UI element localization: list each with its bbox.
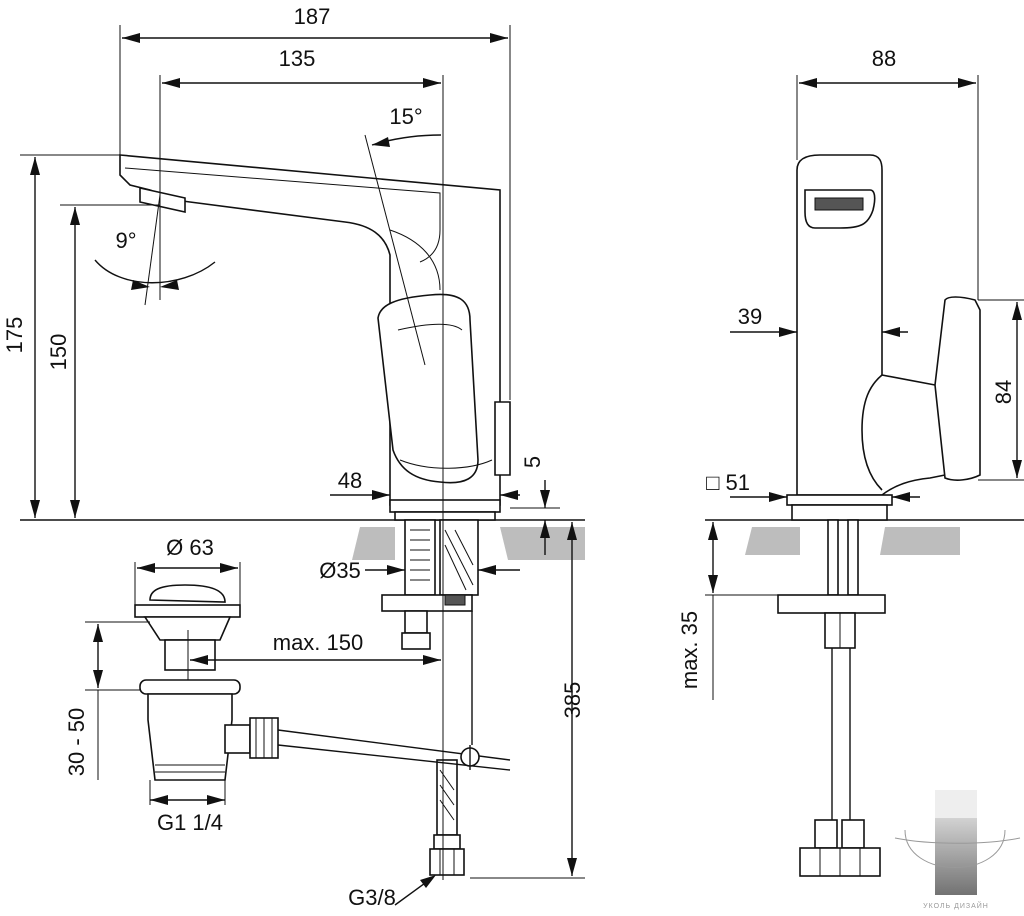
watermark-logo: УКОЛЬ ДИЗАЙН	[894, 790, 1021, 910]
faucet-front-view	[705, 154, 1024, 877]
dimension-labels: 187 135 15° 9° 175 150 48 5 Ø 63 Ø35 max…	[2, 4, 1016, 910]
dim-385: 385	[560, 682, 585, 719]
dim-9-degree: 9°	[115, 228, 136, 253]
dim-135: 135	[279, 46, 316, 71]
dim-175: 175	[2, 317, 27, 354]
faucet-side-view	[119, 154, 511, 876]
dim-15-degree: 15°	[389, 104, 422, 129]
countertop-left	[20, 519, 585, 560]
dim-39: 39	[738, 304, 762, 329]
dim-187: 187	[294, 4, 331, 29]
dimension-lines-right	[705, 75, 1024, 700]
popup-waste	[134, 584, 511, 781]
dim-g1-1-4: G1 1/4	[157, 810, 223, 835]
dim-g3-8: G3/8	[348, 885, 396, 910]
dim-48: 48	[338, 468, 362, 493]
dim-5: 5	[520, 456, 545, 468]
dim-30-50: 30 - 50	[64, 708, 89, 777]
dim-diameter-35: Ø35	[319, 558, 361, 583]
dimension-lines-left	[20, 25, 585, 906]
dim-diameter-63: Ø 63	[166, 535, 214, 560]
dim-84: 84	[991, 380, 1016, 404]
dim-square-51: □ 51	[706, 470, 750, 495]
dim-max-150: max. 150	[273, 630, 364, 655]
dim-150: 150	[46, 334, 71, 371]
dim-max-35: max. 35	[677, 611, 702, 689]
watermark-text: УКОЛЬ ДИЗАЙН	[923, 901, 989, 910]
dim-88: 88	[872, 46, 896, 71]
